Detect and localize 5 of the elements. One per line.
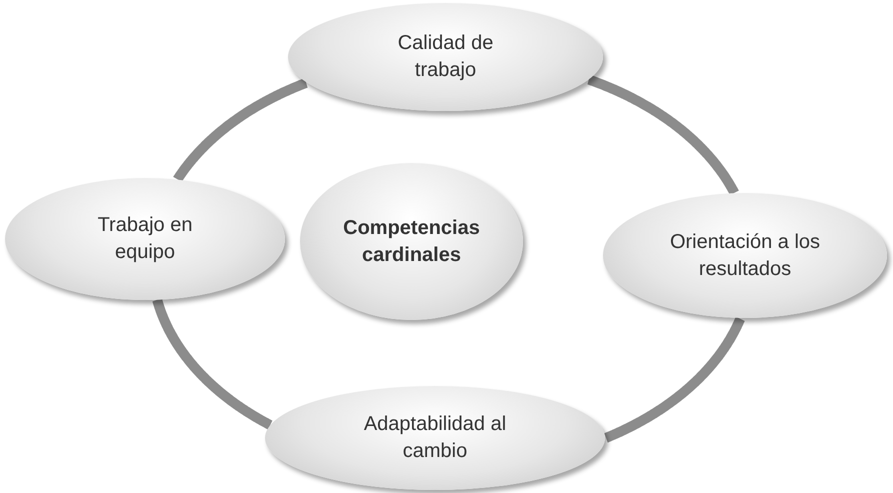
node-label: Adaptabilidad al cambio — [362, 412, 508, 464]
node-label: Trabajo en equipo — [96, 213, 194, 265]
node-label: Competencias cardinales — [342, 216, 481, 268]
node-label: Calidad de trabajo — [396, 31, 494, 83]
node-label: Orientación a los resultados — [668, 230, 822, 282]
